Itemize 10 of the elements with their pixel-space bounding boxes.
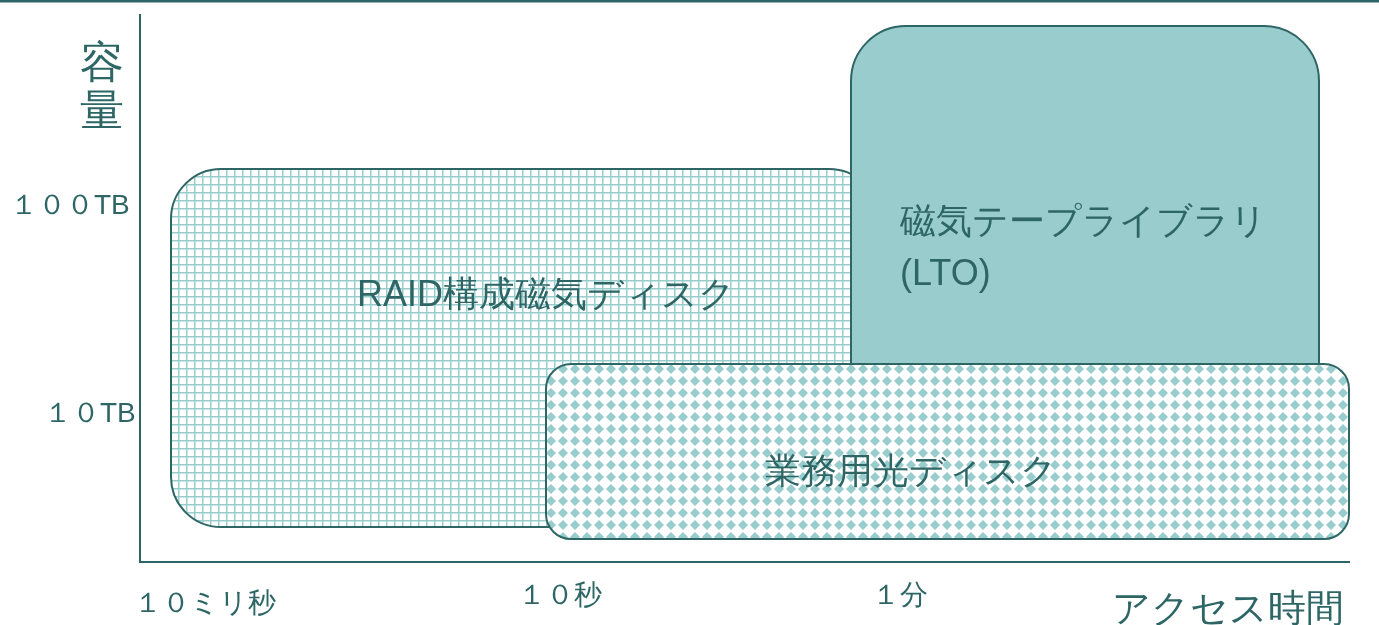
tick-label: １０ミリ秒 [134, 586, 276, 620]
tick-label: １０TB [44, 396, 136, 430]
area-label: (LTO) [900, 251, 992, 296]
tick-label: １０秒 [518, 578, 602, 612]
tick-label: １分 [872, 578, 928, 612]
area-label: 業務用光ディスク [765, 449, 1057, 493]
area-label: RAID構成磁気ディスク [357, 272, 735, 316]
tick-label: １００TB [10, 188, 130, 222]
y-axis-title: 容量 [80, 38, 124, 135]
area-label: 磁気テープライブラリ [900, 199, 1267, 243]
